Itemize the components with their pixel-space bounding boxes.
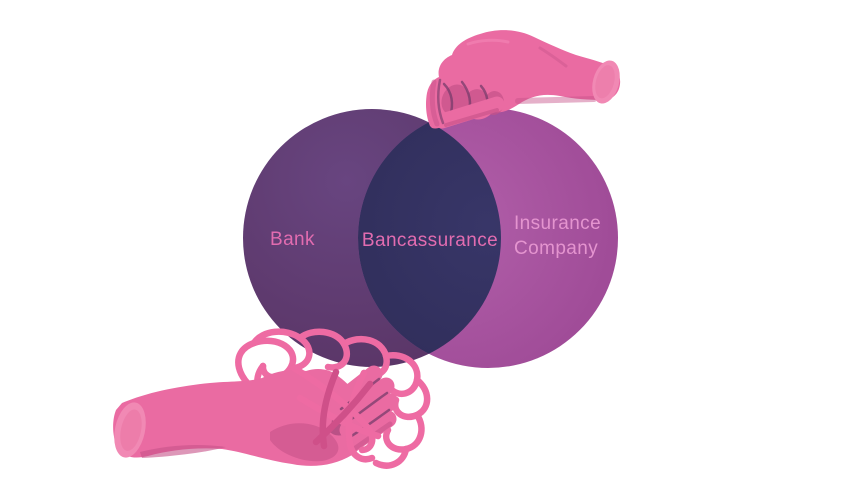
holding-hand-icon bbox=[113, 365, 399, 466]
pinching-hand-icon bbox=[426, 30, 621, 129]
bancassurance-label: Bancassurance bbox=[361, 230, 499, 251]
overlap-lens bbox=[358, 109, 501, 367]
insurance-company-label: Insurance Company bbox=[514, 213, 602, 259]
venn-diagram bbox=[243, 108, 618, 368]
string-overlay-dark bbox=[312, 368, 374, 450]
bank-label: Bank bbox=[270, 229, 315, 250]
